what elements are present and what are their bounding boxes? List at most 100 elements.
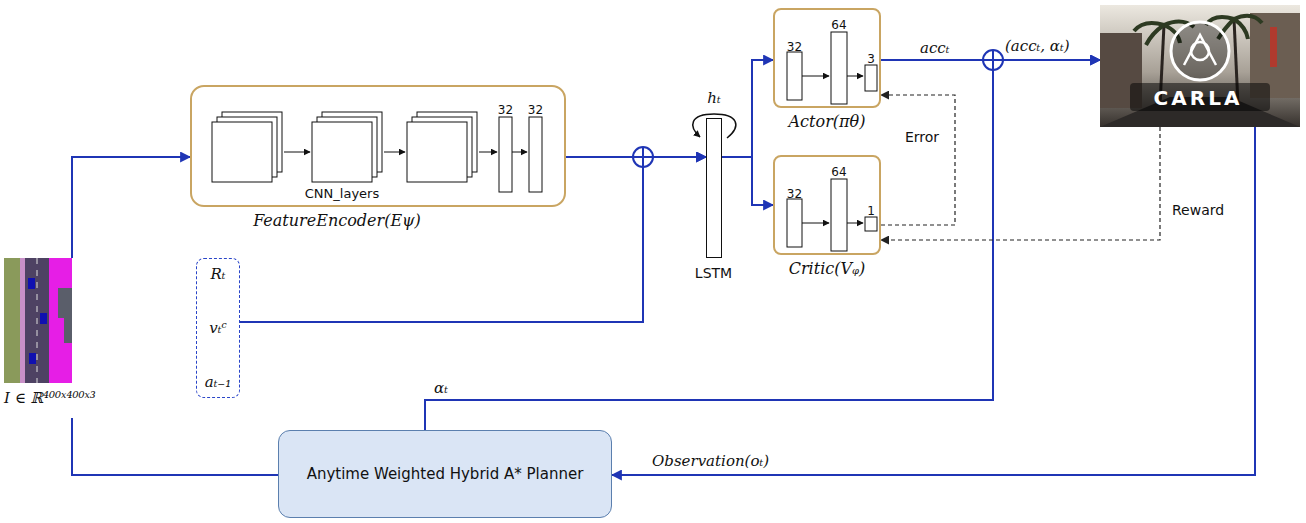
layout-part <box>4 258 20 383</box>
layout-part <box>407 122 467 182</box>
block-title: Actor(πθ) <box>789 112 866 131</box>
edge-label: αₜ <box>432 379 450 397</box>
layout-part <box>865 65 877 91</box>
flow-arrow <box>72 418 278 475</box>
layout-part <box>847 76 863 77</box>
layout-part <box>802 223 829 224</box>
carla-simulator: CARLA <box>1100 5 1300 127</box>
layer-size: 32 <box>787 187 802 201</box>
layout-part <box>847 223 863 224</box>
layout-part: 32 <box>356 99 656 118</box>
layout-part <box>1184 35 1216 65</box>
lstm-cell: LSTM <box>706 118 722 258</box>
layout-part <box>499 117 512 192</box>
edge-label: accₜ <box>918 39 951 57</box>
layout-part: FeatureEncoder(Eψ) <box>187 211 487 230</box>
layout-part <box>831 32 847 104</box>
layout-part: I ∈ ℝ⁴⁰⁰ˣ⁴⁰⁰ˣ³ <box>4 388 96 407</box>
layout-part <box>1100 5 1300 127</box>
layout-part <box>1171 22 1229 80</box>
layout-part <box>787 199 802 247</box>
layout-part: 32 <box>386 99 686 118</box>
edge-label: Reward <box>1170 202 1226 219</box>
layout-part <box>384 152 405 153</box>
layout-part <box>20 258 25 383</box>
layout-part <box>29 353 36 364</box>
node-illustration <box>4 258 72 383</box>
layout-part: (accₜ, αₜ) <box>1005 36 1070 55</box>
edge-label: Observation(oₜ) <box>650 452 771 470</box>
block-title: FeatureEncoder(Eψ) <box>253 211 421 230</box>
layout-part <box>787 52 802 100</box>
layout-part: CARLA <box>1100 86 1300 110</box>
layout-part <box>1130 83 1270 111</box>
action-tuple-label: (accₜ, αₜ) <box>1005 37 1070 55</box>
node-illustration <box>775 10 879 106</box>
layout-part <box>479 152 497 153</box>
flow-arrow <box>72 157 190 258</box>
layer-size: 32 <box>787 40 802 54</box>
block-title: Critic(Vᵩ) <box>789 259 866 278</box>
layer-size: 32 <box>528 103 543 117</box>
feedback-arrow <box>881 127 1160 240</box>
state-variable: aₜ₋₁ <box>205 373 232 391</box>
sum-junction <box>633 147 653 167</box>
block-title: LSTM <box>695 265 732 282</box>
layout-part <box>40 313 47 324</box>
layer-size: 3 <box>867 52 875 66</box>
layout-part: 1 <box>721 200 1021 219</box>
critic-network: Critic(Vᵩ)32641 <box>773 155 881 255</box>
layout-part <box>312 122 372 182</box>
actor-network: Actor(πθ)32643 <box>773 8 881 108</box>
layout-part: Reward <box>1170 200 1226 219</box>
layout-part <box>831 179 847 251</box>
hidden-state-label: hₜ <box>707 89 720 107</box>
state-input-group: Rₜ vₜᶜ aₜ₋₁ <box>196 258 240 398</box>
layout-part <box>512 152 527 153</box>
layout-part: CNN_layers <box>192 183 492 202</box>
layout-part: 3 <box>721 48 1021 67</box>
layout-part <box>28 278 35 289</box>
layout-part: 32 <box>645 183 945 202</box>
layout-part: Observation(oₜ) <box>650 451 771 470</box>
input-image: I ∈ ℝ⁴⁰⁰ˣ⁴⁰⁰ˣ³ <box>4 258 144 418</box>
edge-label: Error <box>903 129 941 146</box>
layout-part: αₜ <box>432 378 450 397</box>
planner-label: Anytime Weighted Hybrid A* Planner <box>307 465 584 483</box>
logo-text: CARLA <box>1154 86 1243 110</box>
layout-part <box>529 117 542 192</box>
layer-size: 64 <box>831 165 846 179</box>
layout-part <box>49 258 72 383</box>
layout-part <box>58 288 72 343</box>
layout-part <box>284 152 310 153</box>
feature-encoder-box: FeatureEncoder(Eψ)CNN_layers3232 <box>190 85 566 207</box>
layout-part <box>633 147 653 167</box>
planner-box: Anytime Weighted Hybrid A* Planner <box>278 430 612 518</box>
layout-part <box>992 50 994 70</box>
layout-part: 64 <box>689 161 989 180</box>
layout-part <box>983 50 1003 70</box>
layout-part: 32 <box>645 36 945 55</box>
image-caption: I ∈ ℝ⁴⁰⁰ˣ⁴⁰⁰ˣ³ <box>4 389 96 407</box>
layer-label: CNN_layers <box>305 186 379 202</box>
node-illustration <box>775 157 879 253</box>
flow-arrow <box>722 60 773 157</box>
layout-part: Error <box>903 127 941 146</box>
layout-part: Critic(Vᵩ) <box>677 259 977 278</box>
layout-part <box>802 76 829 77</box>
layer-size: 1 <box>867 204 875 218</box>
layout-part <box>865 217 877 231</box>
sum-junction <box>983 50 1003 70</box>
state-variable: Rₜ <box>211 265 226 283</box>
layout-part <box>37 258 38 383</box>
layout-part: 64 <box>689 14 989 33</box>
layout-part <box>212 122 272 182</box>
feedback-arrow <box>881 95 955 225</box>
layer-size: 64 <box>831 18 846 32</box>
flow-arrow <box>722 157 773 205</box>
layer-size: 32 <box>498 103 513 117</box>
layout-part <box>642 147 644 167</box>
layout-part: accₜ <box>918 38 951 57</box>
layout-part <box>25 258 49 383</box>
state-variable: vₜᶜ <box>209 319 226 337</box>
